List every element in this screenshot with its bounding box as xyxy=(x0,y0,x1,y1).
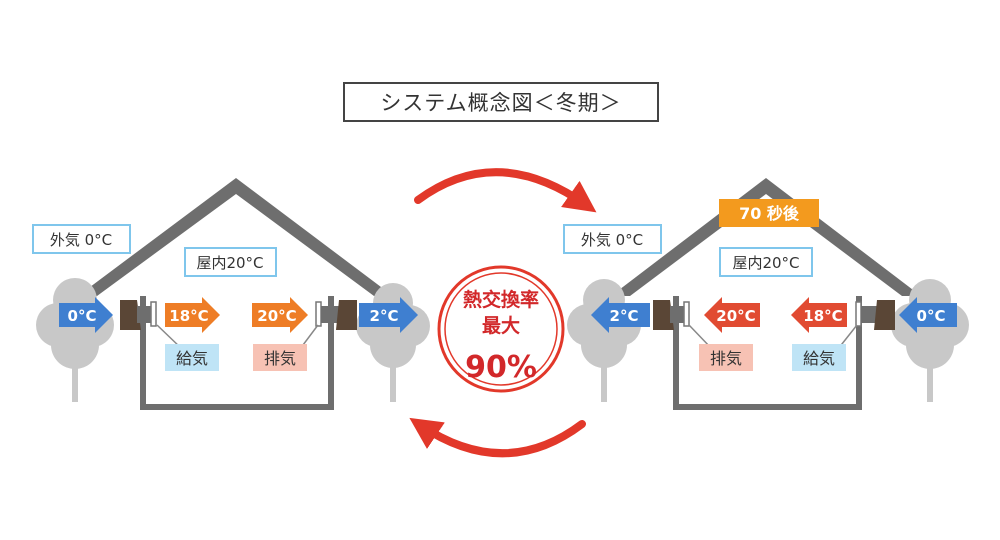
temp-arrow-warm: 20°C xyxy=(252,297,308,333)
svg-text:18°C: 18°C xyxy=(169,307,208,325)
time-badge-text: 70 秒後 xyxy=(739,204,800,223)
outdoor-label: 外気 0°C xyxy=(50,231,112,249)
diagram-title-text: システム概念図＜冬期＞ xyxy=(380,91,622,115)
supply-label: 給気 xyxy=(176,349,208,368)
outdoor-label: 外気 0°C xyxy=(581,231,643,249)
heat-exchange-seal: 熱交換率 最大 90% xyxy=(437,265,565,393)
temp-arrow-warm: 20°C xyxy=(704,297,760,333)
temp-arrow-cold: 0°C xyxy=(899,297,957,333)
indoor-label-box xyxy=(719,247,813,277)
outdoor-label-box xyxy=(32,224,131,254)
left-house-roof xyxy=(78,178,393,296)
svg-text:18°C: 18°C xyxy=(803,307,842,325)
seal-line2: 最大 xyxy=(482,314,520,337)
temp-arrow-warm: 18°C xyxy=(165,297,220,333)
tree-icon xyxy=(567,279,641,402)
right-house-outline xyxy=(673,296,862,410)
tree-icon xyxy=(356,283,430,402)
supply-label-box xyxy=(165,344,219,371)
svg-text:20°C: 20°C xyxy=(257,307,296,325)
right-house-roof xyxy=(611,178,921,296)
time-badge xyxy=(719,199,819,227)
cycle-arrow-top xyxy=(414,168,597,213)
exhaust-label-box xyxy=(699,344,753,371)
temp-arrow-warm: 18°C xyxy=(791,297,847,333)
indoor-label: 屋内20°C xyxy=(732,254,799,272)
tree-icon xyxy=(36,278,114,402)
temp-arrow-cold: 0°C xyxy=(59,297,113,333)
ventilation-unit-right-b xyxy=(855,300,895,330)
seal-value: 90% xyxy=(465,350,537,385)
ventilation-unit-left-a xyxy=(120,300,157,330)
svg-text:0°C: 0°C xyxy=(917,307,946,325)
supply-label: 給気 xyxy=(803,349,835,368)
right-house xyxy=(611,178,921,410)
exhaust-label: 排気 xyxy=(264,349,296,368)
svg-text:2°C: 2°C xyxy=(610,307,639,325)
cycle-arrow-bottom xyxy=(409,417,586,458)
ventilation-unit-left-b xyxy=(315,300,357,330)
exhaust-label-box xyxy=(253,344,307,371)
svg-text:2°C: 2°C xyxy=(370,307,399,325)
tree-icon xyxy=(891,279,969,402)
left-house-outline xyxy=(140,296,334,410)
svg-text:0°C: 0°C xyxy=(68,307,97,325)
left-house xyxy=(78,178,393,410)
exhaust-label: 排気 xyxy=(710,349,742,368)
supply-label-box xyxy=(792,344,846,371)
seal-line1: 熱交換率 xyxy=(463,288,539,311)
indoor-label: 屋内20°C xyxy=(196,254,263,272)
temp-arrow-cold: 2°C xyxy=(591,297,650,333)
ventilation-unit-right-a xyxy=(653,300,690,330)
svg-text:20°C: 20°C xyxy=(716,307,755,325)
temp-arrow-cold: 2°C xyxy=(359,297,418,333)
indoor-label-box xyxy=(184,247,277,277)
diagram-title: システム概念図＜冬期＞ xyxy=(343,82,659,122)
outdoor-label-box xyxy=(563,224,662,254)
